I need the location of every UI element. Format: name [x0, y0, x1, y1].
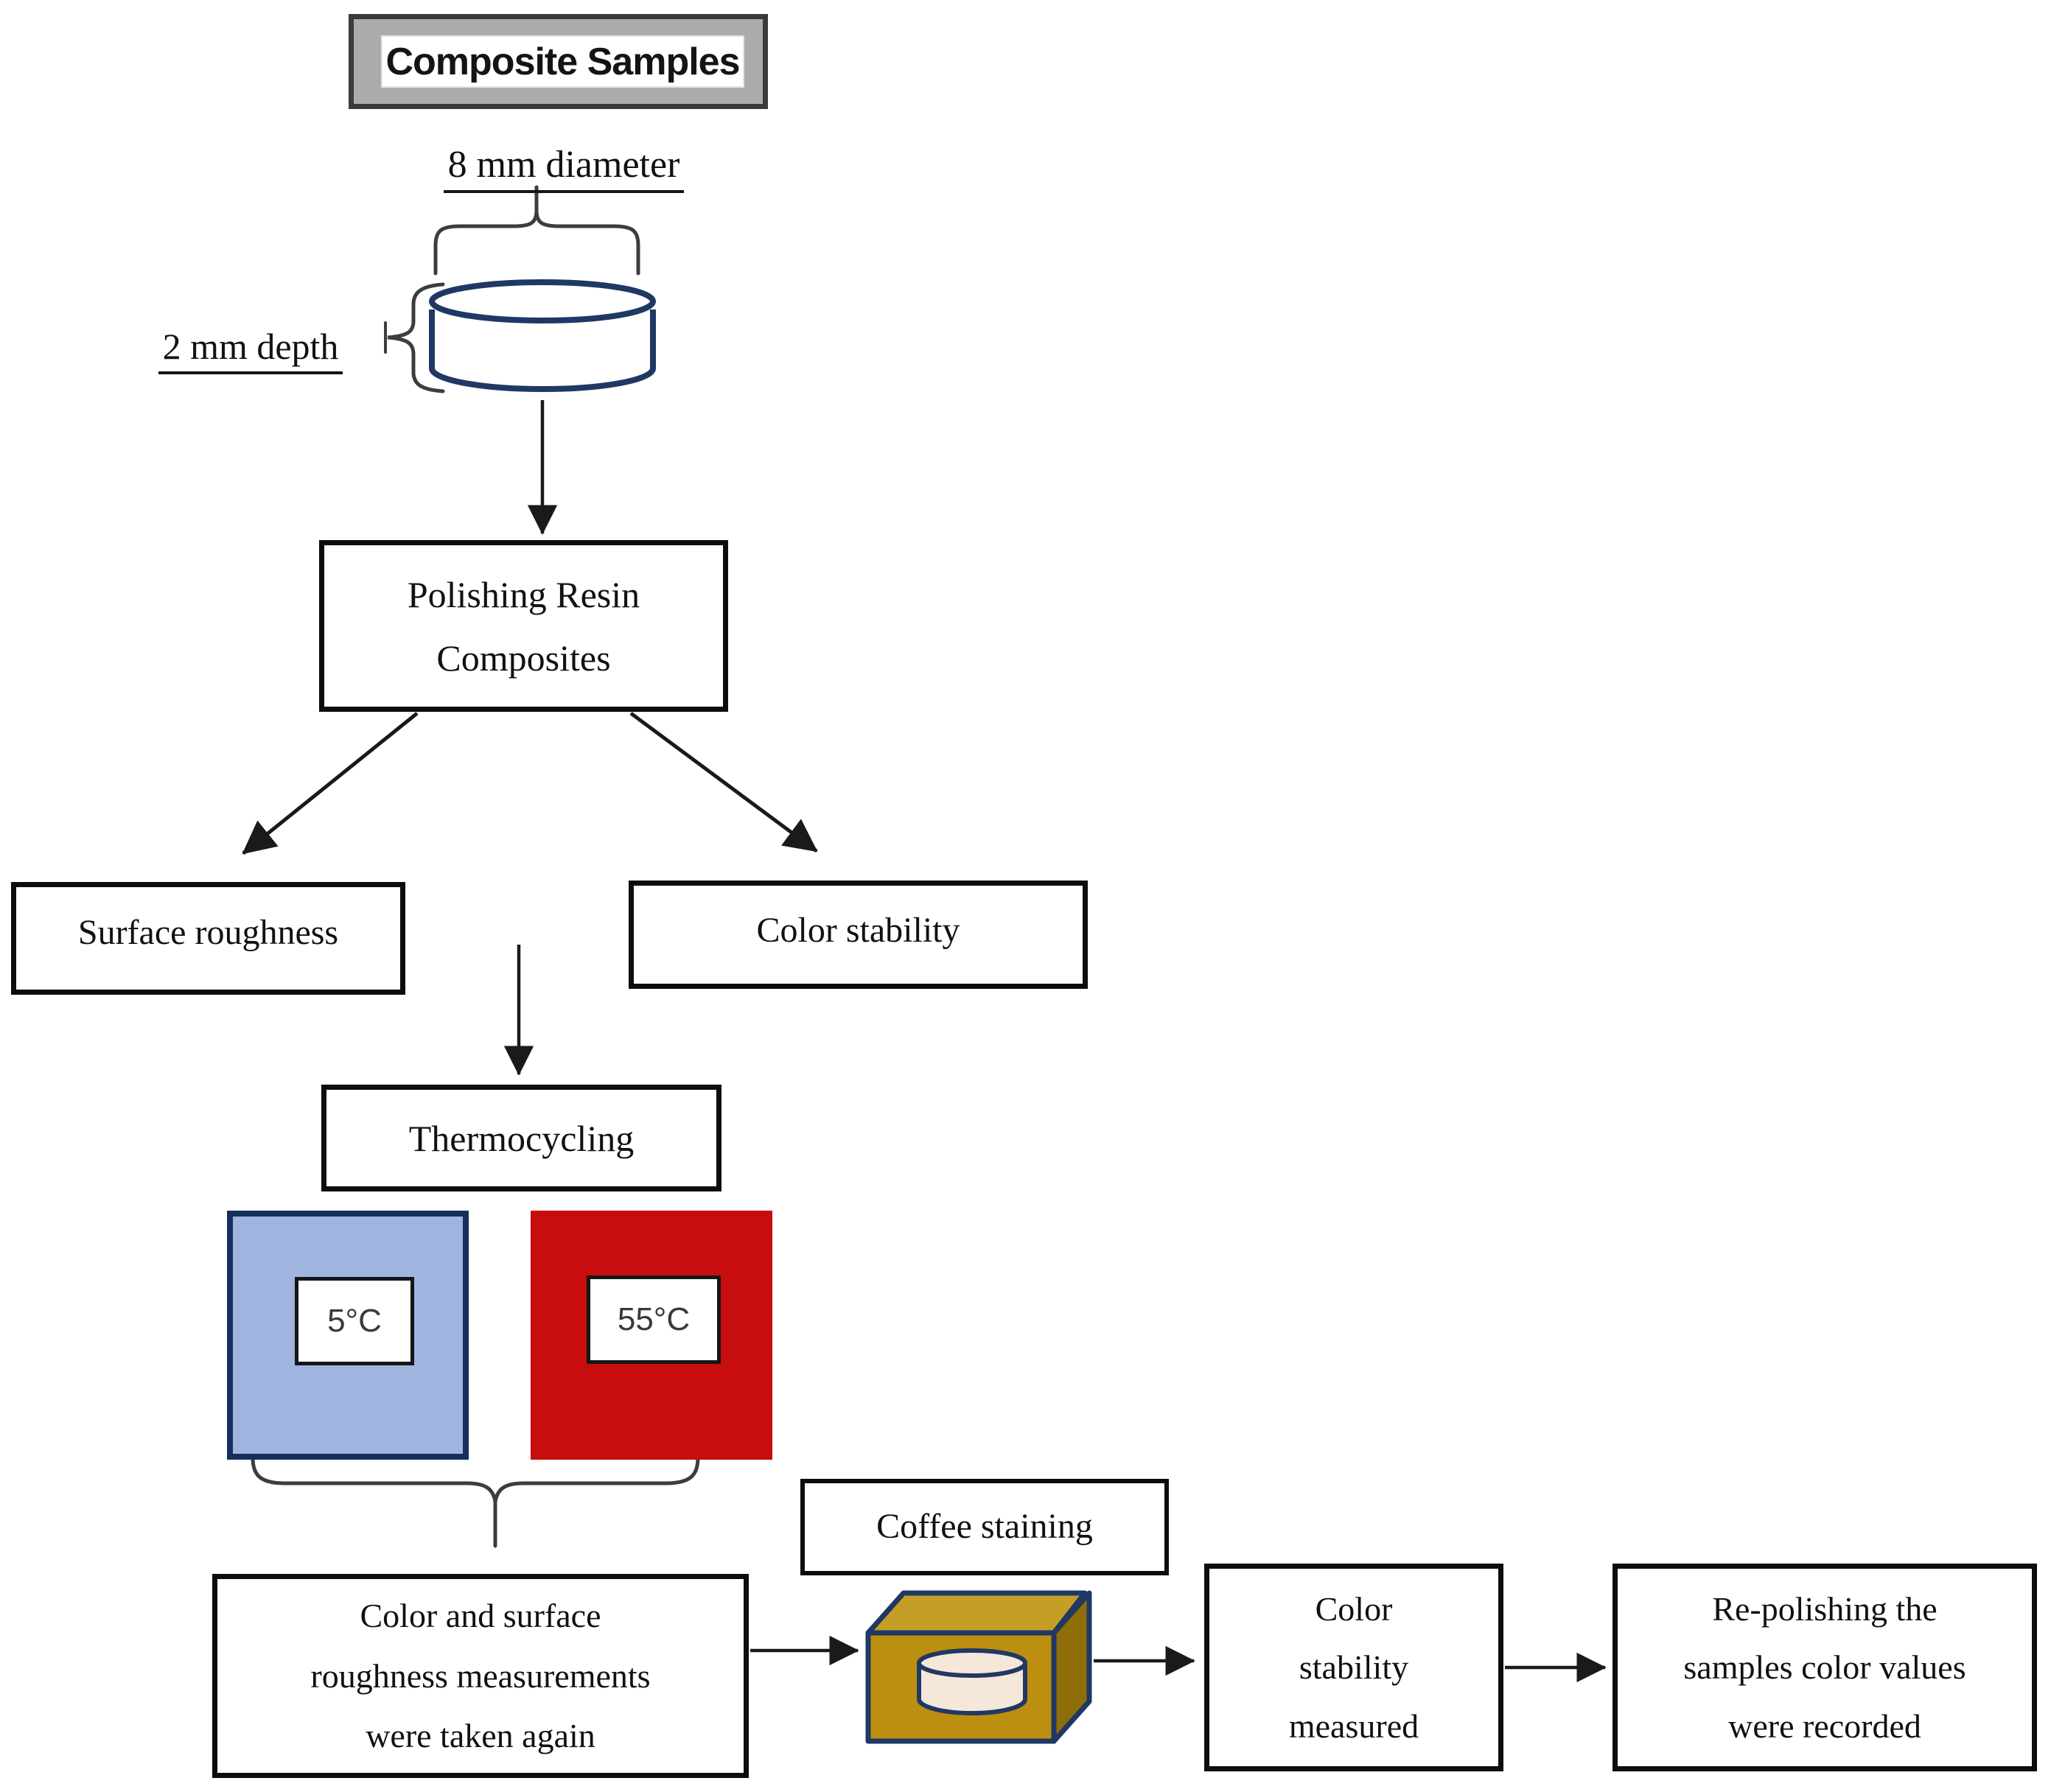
repolishing-node: Re-polishing the samples color values we…	[1613, 1564, 2037, 1771]
hot-temp-label: 55°C	[617, 1301, 691, 1337]
hot-bath-window: 55°C	[587, 1275, 721, 1364]
depth-dimension: 2 mm depth	[133, 325, 368, 374]
measurements-again-node: Color and surface roughness measurements…	[212, 1574, 749, 1778]
sample-disc-illustration	[429, 279, 656, 392]
polishing-line-1: Polishing Resin	[407, 573, 640, 615]
cold-bath-box: 5°C	[227, 1211, 469, 1460]
composite-samples-box: Composite Samples	[349, 14, 768, 109]
cold-bath-window: 5°C	[295, 1277, 414, 1365]
repolishing-line-3: were recorded	[1728, 1707, 1921, 1745]
surface-roughness-label: Surface roughness	[77, 913, 339, 953]
coffee-container-illustration	[865, 1590, 1092, 1744]
composite-samples-inner: Composite Samples	[381, 35, 744, 88]
arrow-polishing-to-surface	[242, 712, 419, 855]
diameter-brace	[433, 185, 640, 276]
composite-samples-label: Composite Samples	[385, 40, 740, 83]
arrow-polishing-to-colorstability	[629, 711, 818, 853]
diameter-dimension: 8 mm diameter	[402, 143, 726, 193]
coffee-staining-label: Coffee staining	[876, 1507, 1093, 1547]
measurements-line-2: roughness measurements	[310, 1656, 651, 1695]
hot-bath-box: 55°C	[531, 1211, 772, 1460]
depth-label: 2 mm depth	[158, 325, 343, 374]
cold-temp-label: 5°C	[327, 1303, 382, 1339]
coffee-box-top-face	[865, 1590, 1088, 1636]
csm-line-1: Color	[1315, 1590, 1393, 1628]
thermocycling-node: Thermocycling	[321, 1085, 721, 1191]
coffee-cup-rim	[917, 1648, 1027, 1678]
color-stability-measured-node: Color stability measured	[1204, 1564, 1503, 1771]
polishing-node: Polishing Resin Composites	[319, 540, 728, 712]
color-stability-node: Color stability	[629, 881, 1088, 989]
diameter-label: 8 mm diameter	[443, 143, 685, 193]
coffee-staining-node: Coffee staining	[800, 1479, 1169, 1575]
thermocycling-label: Thermocycling	[408, 1117, 635, 1159]
baths-underbrace	[251, 1455, 700, 1548]
measurements-line-3: were taken again	[366, 1717, 595, 1755]
polishing-line-2: Composites	[436, 637, 611, 679]
color-stability-label: Color stability	[756, 911, 960, 951]
surface-roughness-node: Surface roughness	[11, 882, 405, 995]
repolishing-line-2: samples color values	[1683, 1648, 1966, 1687]
csm-line-3: measured	[1288, 1707, 1419, 1745]
repolishing-line-1: Re-polishing the	[1712, 1590, 1938, 1628]
csm-line-2: stability	[1299, 1648, 1409, 1687]
coffee-cup-body	[917, 1665, 1027, 1715]
depth-brace	[384, 282, 445, 393]
measurements-line-1: Color and surface	[360, 1596, 601, 1634]
